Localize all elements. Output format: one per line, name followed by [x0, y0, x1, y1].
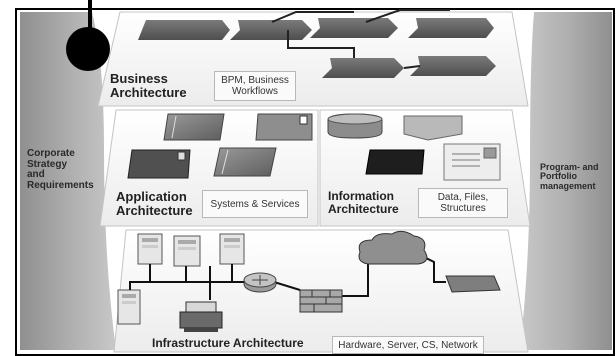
folder-icon [403, 115, 463, 141]
right-pillar-line: Portfolio [540, 171, 577, 182]
left-pillar-label: Corporate Strategy and Requirements [27, 148, 94, 191]
process-chevron-icon [408, 18, 494, 38]
information-architecture-title: Information Architecture [328, 190, 399, 215]
infrastructure-detail-box: Hardware, Server, CS, Network [332, 336, 484, 354]
router-icon [243, 272, 277, 293]
left-pillar-line: Requirements [27, 179, 94, 191]
business-architecture-title: Business Architecture [110, 72, 187, 99]
information-icons [327, 113, 501, 181]
information-title-line: Architecture [328, 201, 399, 216]
server-tower-icon [137, 233, 163, 265]
process-chevrons [138, 9, 496, 78]
infrastructure-architecture-title: Infrastructure Architecture [152, 337, 304, 350]
information-detail-line: Structures [440, 203, 486, 214]
infrastructure-title-text: Infrastructure Architecture [152, 336, 304, 350]
folder-icon [255, 113, 313, 141]
document-stack-icon [213, 147, 277, 177]
business-detail-line: BPM, Business [221, 75, 289, 86]
application-icons [127, 113, 313, 179]
server-tower-icon [173, 235, 201, 267]
left-pillar-line: Strategy [27, 158, 68, 170]
chevron-connector [365, 9, 450, 23]
network-cable [273, 281, 301, 291]
right-pillar-line: management [540, 180, 596, 191]
process-chevron-icon [322, 58, 404, 78]
application-detail-text: Systems & Services [210, 198, 300, 210]
information-detail-box: Data, Files, Structures [418, 188, 508, 218]
business-title-line: Business [110, 71, 168, 86]
infrastructure-detail-text: Hardware, Server, CS, Network [338, 339, 478, 351]
folder-icon [365, 149, 425, 175]
document-stack-icon [163, 113, 225, 141]
chevron-connector [271, 11, 354, 23]
left-pillar-line: Corporate [27, 148, 75, 159]
marker-dot-icon [66, 27, 110, 71]
chevron-connector [287, 30, 355, 58]
process-chevron-icon [410, 56, 496, 76]
information-title-line: Information [328, 189, 394, 203]
server-tower-icon [117, 289, 141, 325]
network-cable [342, 264, 369, 297]
application-architecture-title: Application Architecture [116, 190, 193, 217]
infrastructure-network [117, 230, 501, 332]
right-pillar [520, 12, 612, 350]
process-chevron-icon [230, 20, 312, 40]
right-pillar-line: Program- and [540, 162, 599, 172]
application-title-line: Architecture [116, 202, 193, 218]
folder-icon [127, 149, 191, 179]
business-title-line: Architecture [110, 84, 187, 100]
information-detail-line: Data, Files, [437, 192, 489, 203]
firewall-icon [299, 289, 343, 313]
network-device-icon [445, 275, 501, 293]
server-tower-icon [219, 233, 245, 265]
network-cable [129, 281, 150, 290]
right-pillar-label: Program- and Portfolio management [540, 162, 599, 191]
process-chevron-icon [310, 18, 398, 38]
chevron-connector [403, 65, 421, 69]
left-pillar [20, 12, 116, 350]
business-detail-line: Workflows [232, 86, 278, 97]
business-detail-box: BPM, Business Workflows [214, 71, 296, 101]
application-detail-box: Systems & Services [202, 190, 308, 218]
printer-icon [179, 301, 223, 332]
application-title-line: Application [116, 189, 187, 204]
cloud-icon [358, 230, 428, 265]
process-chevron-icon [138, 20, 230, 40]
left-pillar-line: and [27, 169, 45, 180]
